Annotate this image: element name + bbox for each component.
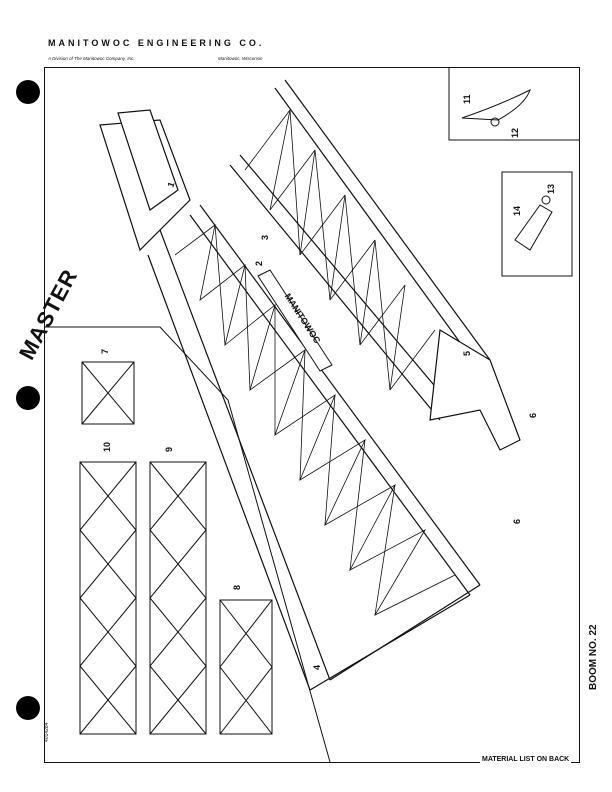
boom-left-lacing: [174, 224, 456, 616]
frame-bottom-border: [44, 762, 580, 763]
callout-11: 11: [462, 94, 472, 104]
boom-insert-7: [81, 361, 135, 425]
detail-11-12: [461, 89, 531, 127]
inset-top-right-border: [448, 67, 579, 141]
company-name: MANITOWOC ENGINEERING CO.: [48, 38, 265, 48]
inset-detail-13-14: [501, 171, 573, 277]
material-list-note: MATERIAL LIST ON BACK: [480, 756, 572, 763]
callout-3: 3: [260, 235, 270, 240]
callout-12: 12: [510, 128, 520, 138]
catalog-number: 4014284: [44, 722, 50, 742]
callout-9: 9: [164, 447, 174, 452]
callout-8: 8: [232, 585, 242, 590]
callout-1: 1: [165, 181, 176, 189]
binder-hole-bottom: [16, 696, 40, 720]
callout-4: 4: [312, 665, 322, 670]
callout-2: 2: [254, 261, 264, 266]
location-line: Manitowoc, Wisconsin: [218, 56, 263, 61]
frame-top-border: [44, 67, 580, 68]
binder-hole-top: [16, 80, 40, 104]
callout-6b: 6: [512, 519, 522, 524]
boom-number: BOOM NO. 22: [588, 624, 599, 690]
boom-lettering-plate: MANITOWOC: [257, 269, 333, 372]
callout-14: 14: [512, 206, 522, 216]
callout-7: 7: [100, 349, 110, 354]
boom-right-lacing: [244, 109, 436, 391]
callout-13: 13: [546, 184, 556, 194]
binder-hole-middle: [16, 386, 40, 410]
callout-10: 10: [102, 442, 112, 452]
frame-left-border: [44, 67, 45, 762]
frame-right-border: [579, 67, 580, 762]
boom-insert-10: [79, 461, 137, 735]
boom-insert-8: [219, 599, 273, 735]
division-line: A Division of The Manitowoc Company, Inc…: [48, 56, 135, 61]
inset-left-border: [45, 326, 331, 763]
callout-6a: 6: [528, 413, 538, 418]
detail-13-14: [514, 195, 553, 251]
boom-insert-9: [149, 461, 207, 735]
boom-right-section: [229, 79, 521, 451]
boom-left-section: [99, 109, 481, 691]
callout-5: 5: [462, 351, 472, 356]
